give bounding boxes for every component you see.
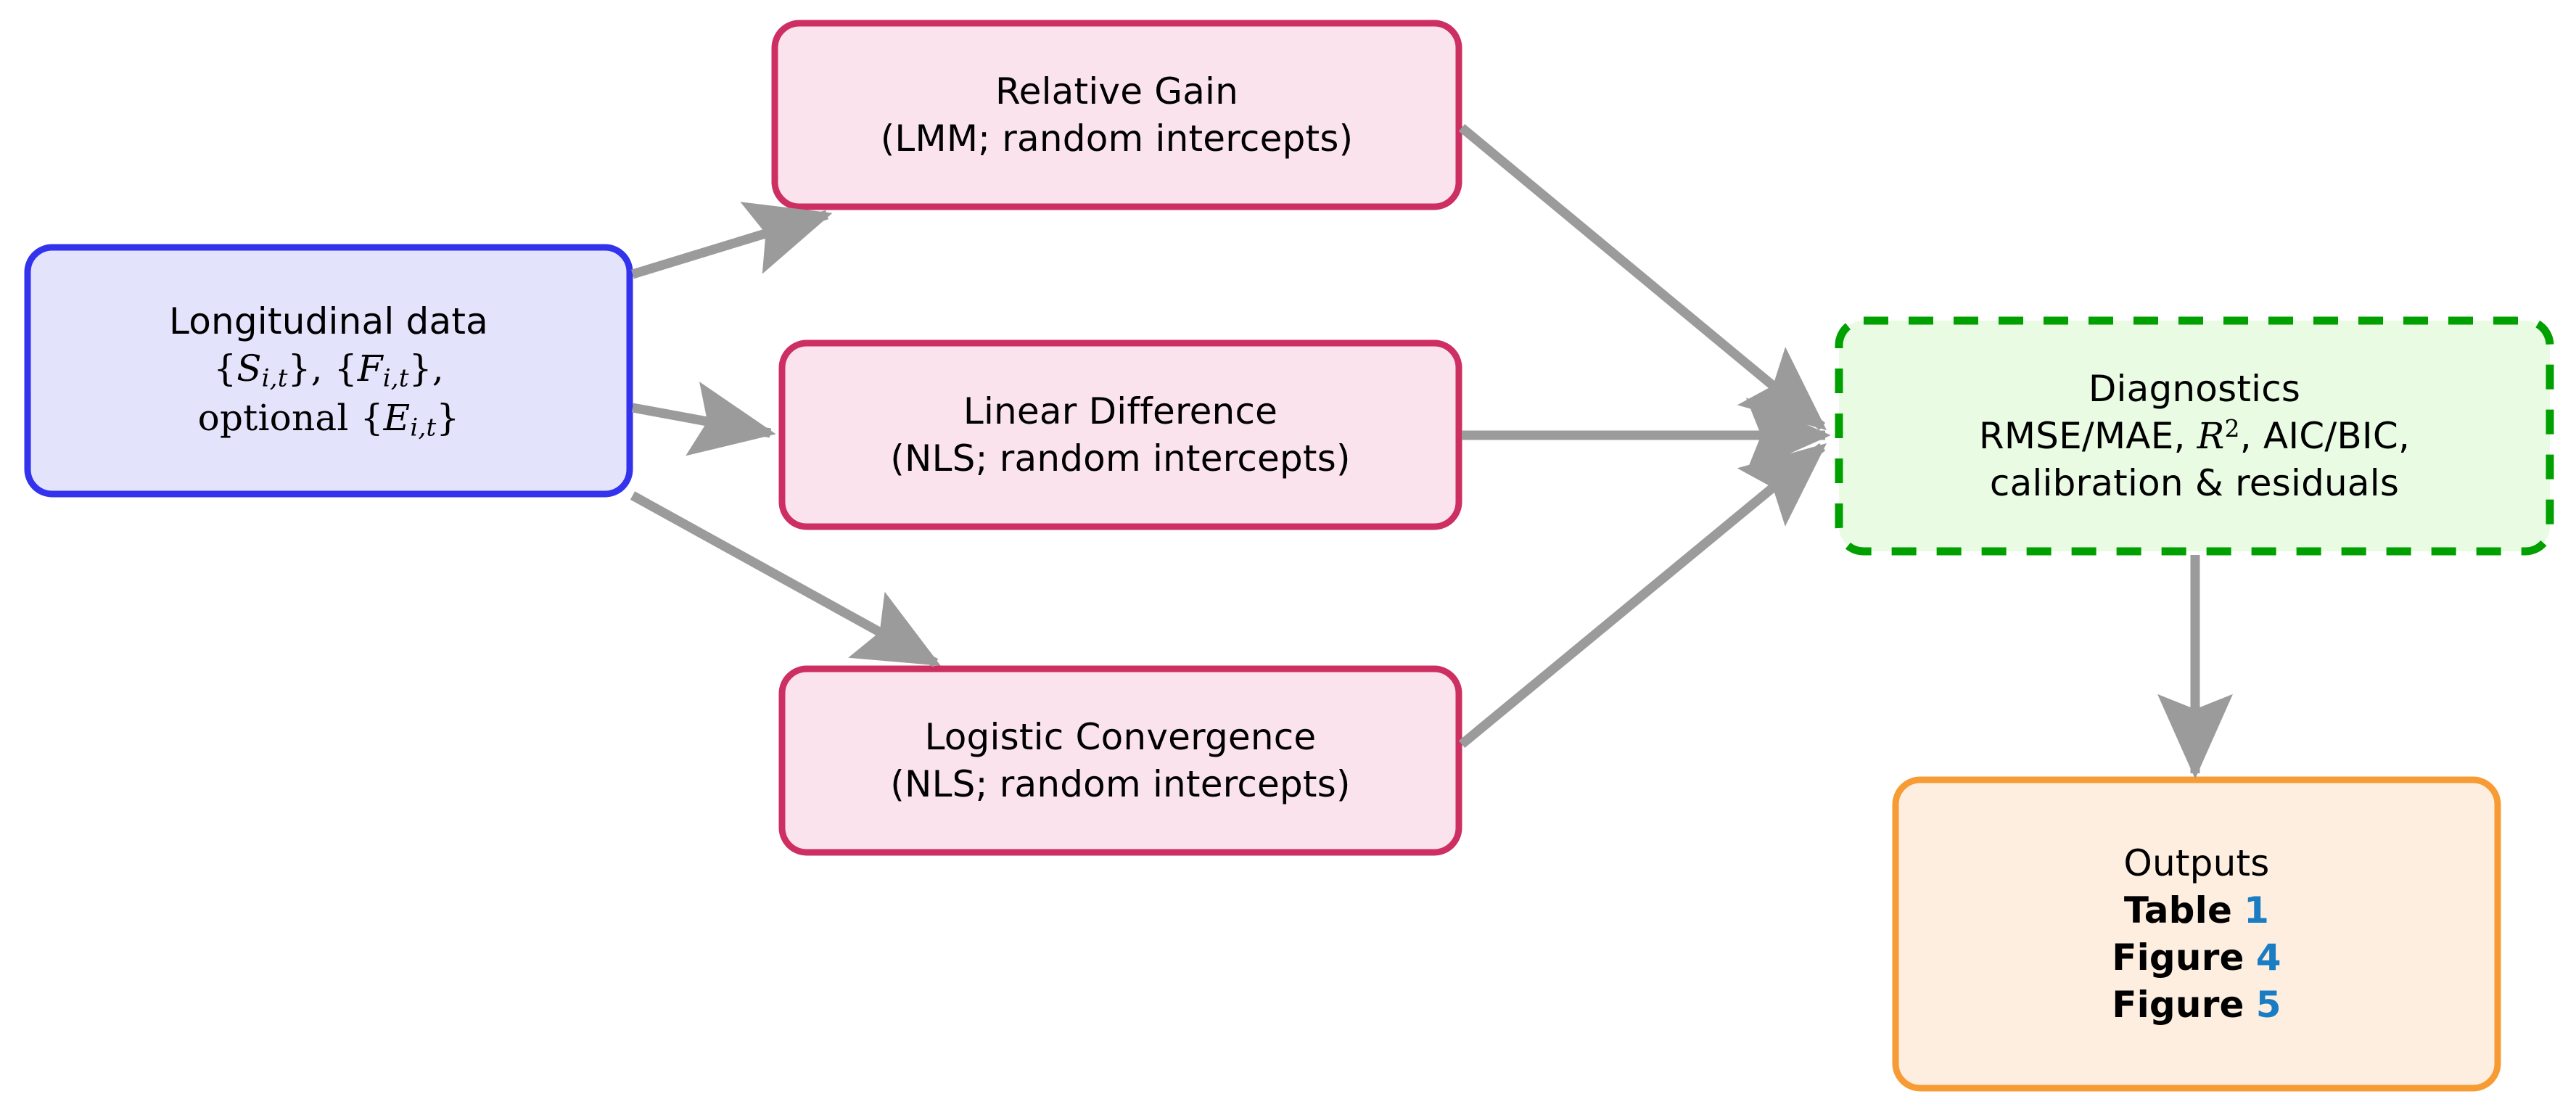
node-box-relative-gain (771, 20, 1462, 210)
edge-data-to-linear-difference (631, 382, 776, 456)
edge-data-to-logistic-convergence (630, 491, 941, 667)
node-box-logistic-convergence (778, 665, 1462, 856)
edge-relative-gain-to-diagnostics (1458, 123, 1827, 431)
node-box-data-source (24, 244, 633, 498)
edge-data-to-relative-gain (631, 202, 833, 279)
edge-logistic-convergence-to-diagnostics (1458, 443, 1827, 749)
node-box-outputs (1892, 776, 2501, 1092)
node-box-diagnostics (1835, 316, 2554, 556)
node-box-linear-difference (778, 339, 1462, 530)
